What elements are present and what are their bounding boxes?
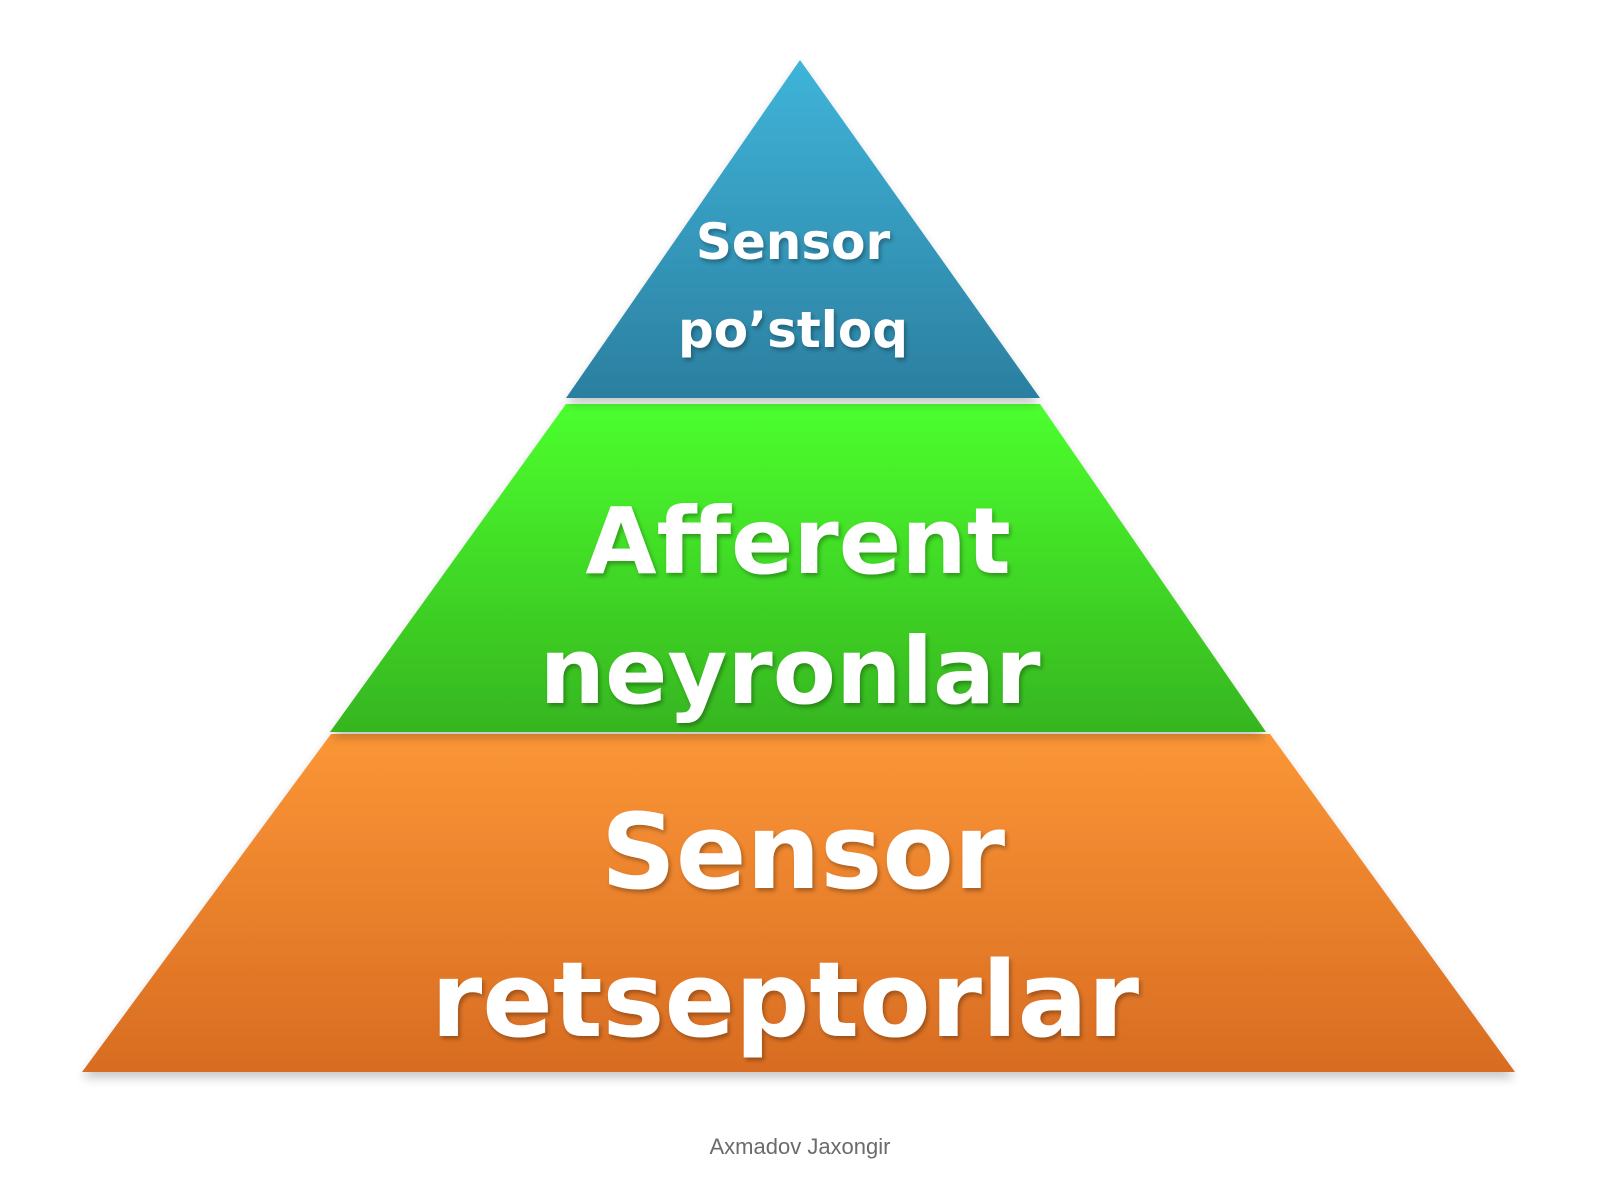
tier-bottom-label-line2: retseptorlar <box>431 939 1139 1061</box>
pyramid-tier-top <box>566 60 1040 398</box>
tier-middle-label-line2: neyronlar <box>540 618 1042 725</box>
pyramid-tier-bottom <box>82 734 1515 1072</box>
author-footer: Axmadov Jaxongir <box>709 1134 891 1159</box>
pyramid-tier-middle <box>330 404 1266 732</box>
tier-top-label-line2: po’stloq <box>678 301 908 359</box>
tier-middle-label-line1: Afferent <box>585 488 1010 595</box>
tier-bottom-label-line1: Sensor <box>601 791 1005 913</box>
tier-top-label-line1: Sensor <box>696 213 891 271</box>
